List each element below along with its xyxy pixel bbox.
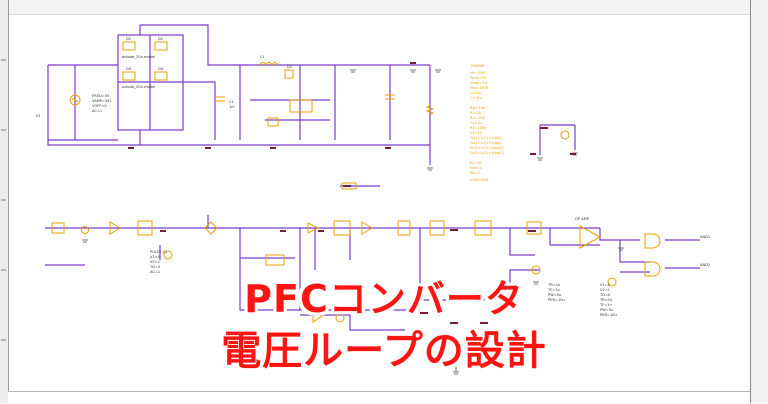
window-top-bar: [0, 0, 768, 15]
svg-text:PER=10u: PER=10u: [548, 298, 565, 302]
svg-text:TD=0: TD=0: [599, 293, 611, 297]
svg-text:Cc=1u: Cc=1u: [470, 120, 483, 125]
parameter-list: .PARAM Vo=390 Pout=1k Vsup=15 fsw=100k L…: [470, 63, 505, 182]
svg-text:fsw=100k: fsw=100k: [470, 85, 490, 90]
svg-text:D3: D3: [126, 67, 131, 71]
svg-text:Gv2=1/(1+s/wp): Gv2=1/(1+s/wp): [470, 140, 502, 145]
svg-text:VOFF=0: VOFF=0: [92, 104, 107, 108]
svg-text:PW=5u: PW=5u: [548, 293, 561, 297]
svg-text:D4: D4: [158, 67, 164, 71]
probe-markers: [128, 62, 576, 187]
control-ground-symbols: [82, 239, 624, 375]
svg-text:Vsup=15: Vsup=15: [470, 80, 488, 85]
svg-text:TF=1n: TF=1n: [599, 303, 612, 307]
svg-text:L=1m: L=1m: [470, 90, 482, 95]
svg-text:PER=10u: PER=10u: [600, 313, 617, 317]
svg-text:TR=1n: TR=1n: [599, 298, 612, 302]
right-scroll-panel[interactable]: [750, 0, 768, 403]
svg-text:V2=1: V2=1: [150, 260, 160, 264]
svg-text:V1=0: V1=0: [600, 283, 611, 287]
power-stage-wires: [47, 24, 576, 187]
svg-text:C=1m: C=1m: [470, 95, 482, 100]
svg-text:TF=1n: TF=1n: [547, 288, 560, 292]
svg-text:AC=1: AC=1: [150, 270, 160, 274]
title-line-1: PFCコンバータ: [244, 277, 524, 321]
svg-text:AND2: AND2: [700, 263, 710, 267]
svg-text:V1: V1: [36, 114, 41, 118]
svg-text:PW=5u: PW=5u: [600, 308, 613, 312]
svg-text:Rc=10k: Rc=10k: [470, 115, 486, 120]
svg-text:D2: D2: [158, 37, 163, 41]
svg-text:FREQ=50: FREQ=50: [92, 94, 110, 98]
svg-text:V2=1: V2=1: [600, 288, 610, 292]
title-line-2: 電圧ループの設計: [221, 328, 547, 374]
svg-text:pdiode_20n.model: pdiode_20n.model: [122, 55, 155, 59]
svg-text:PULSE V1: PULSE V1: [150, 250, 167, 254]
svg-text:AND1: AND1: [700, 235, 710, 239]
svg-text:OP AMP: OP AMP: [575, 217, 590, 221]
svg-text:TD=0: TD=0: [149, 265, 161, 269]
bottom-bar: [8, 391, 750, 404]
svg-text:D1: D1: [126, 37, 131, 41]
svg-text:AC=1: AC=1: [92, 109, 102, 113]
svg-text:Ko=1: Ko=1: [470, 170, 481, 175]
control-probe-markers: [160, 229, 536, 324]
svg-text:Ri=1k: Ri=1k: [470, 110, 482, 115]
svg-text:Rf=100k: Rf=100k: [470, 125, 487, 130]
svg-text:L1: L1: [260, 55, 264, 59]
svg-text:Gc2=1/(1+s/wp2): Gc2=1/(1+s/wp2): [470, 150, 505, 155]
power-stage-labels: FREQ=50 VAMP=141 VOFF=0 AC=1 pdiode_20n.…: [36, 37, 292, 118]
svg-text:fc=10: fc=10: [470, 160, 482, 165]
left-ruler: [0, 0, 9, 403]
control-loop-blocks: [51, 220, 661, 323]
svg-text:Gv1=1/(1+s/wz): Gv1=1/(1+s/wz): [470, 135, 502, 140]
svg-text:V1=0: V1=0: [150, 255, 161, 259]
svg-text:.PARAM: .PARAM: [470, 63, 484, 68]
svg-text:pdiode_20n.model: pdiode_20n.model: [122, 85, 155, 89]
svg-text:Pout=1k: Pout=1k: [470, 75, 487, 80]
svg-text:Vo=390: Vo=390: [470, 70, 486, 75]
svg-text:Gm=1: Gm=1: [470, 165, 483, 170]
svg-text:Cf=1n: Cf=1n: [470, 130, 483, 135]
svg-text:Rp=10k: Rp=10k: [470, 105, 486, 110]
ground-symbols: [350, 69, 578, 171]
svg-text:TR=1n: TR=1n: [547, 283, 560, 287]
svg-text:Vref=390: Vref=390: [470, 177, 489, 182]
svg-text:1m: 1m: [229, 105, 235, 109]
svg-text:Gc1=1/(1+s/wz2): Gc1=1/(1+s/wz2): [470, 145, 504, 150]
power-stage-components: [69, 41, 570, 190]
svg-text:C1: C1: [229, 100, 234, 104]
svg-text:Q1: Q1: [287, 65, 292, 69]
svg-text:VAMP=141: VAMP=141: [92, 99, 112, 103]
control-labels: PULSE V1 V1=0 V2=1 TD=0 AC=1 OP AMP TR=1…: [149, 217, 710, 317]
